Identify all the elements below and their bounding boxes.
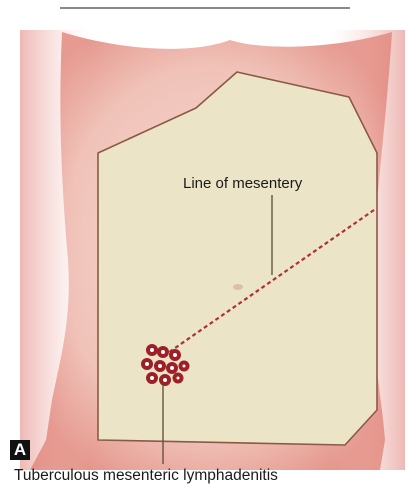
lymph-node bbox=[168, 364, 176, 372]
lymph-node bbox=[159, 348, 167, 356]
lymph-node bbox=[161, 376, 169, 384]
umbilicus bbox=[233, 284, 243, 290]
lymph-node bbox=[148, 374, 156, 382]
lymph-node bbox=[143, 360, 151, 368]
torso-left-shading bbox=[20, 30, 90, 470]
lymph-node bbox=[181, 363, 188, 370]
lymph-node bbox=[156, 362, 164, 370]
lymph-node bbox=[171, 351, 179, 359]
panel-letter-badge: A bbox=[10, 440, 30, 460]
tuberculous-lymphadenitis-label: Tuberculous mesenteric lymphadenitis bbox=[14, 468, 278, 484]
lymph-node bbox=[175, 375, 182, 382]
line-of-mesentery-label: Line of mesentery bbox=[183, 176, 302, 191]
lymph-node bbox=[148, 346, 156, 354]
